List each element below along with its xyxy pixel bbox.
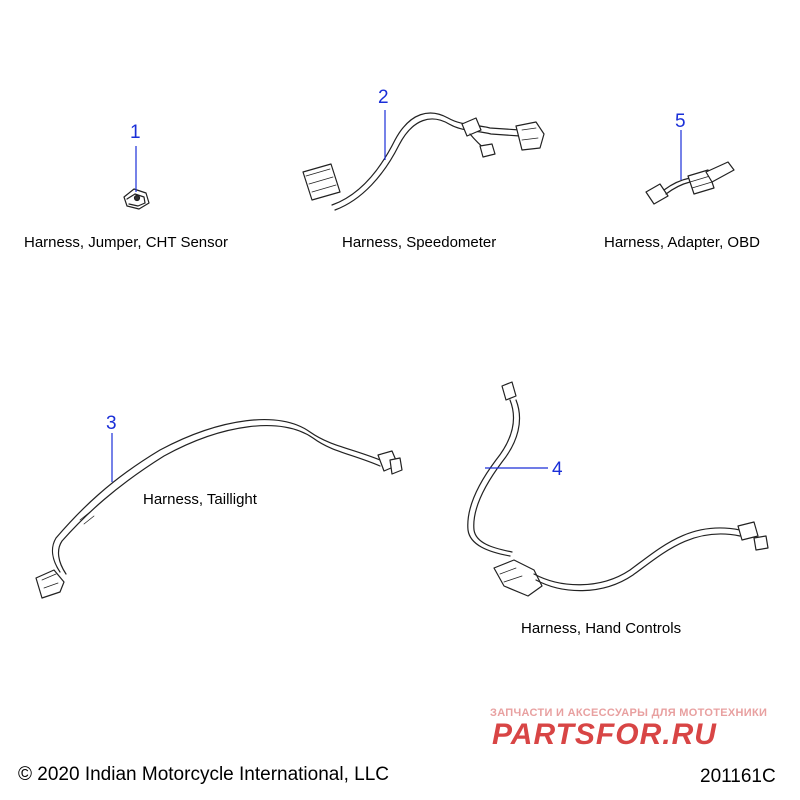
diagram-code: 201161C <box>700 766 776 787</box>
callout-number-1: 1 <box>130 122 141 143</box>
watermark-brand: PARTSFOR.RU <box>492 718 717 751</box>
speedometer-harness-drawing <box>302 112 545 211</box>
cht-jumper-harness-drawing <box>123 188 150 210</box>
callout-number-5: 5 <box>675 111 686 132</box>
callout-number-2: 2 <box>378 87 389 108</box>
taillight-harness-drawing <box>35 418 403 599</box>
hand-controls-harness-drawing <box>467 381 769 597</box>
obd-adapter-harness-drawing <box>645 161 735 205</box>
part-label-taillight: Harness, Taillight <box>143 491 257 508</box>
watermark-tagline: ЗАПЧАСТИ И АКСЕССУАРЫ ДЛЯ МОТОТЕХНИКИ <box>490 707 768 719</box>
copyright-text: © 2020 Indian Motorcycle International, … <box>18 764 389 785</box>
part-label-cht-jumper: Harness, Jumper, CHT Sensor <box>24 234 228 251</box>
callout-number-4: 4 <box>552 459 563 480</box>
part-label-hand-controls: Harness, Hand Controls <box>521 620 682 637</box>
part-label-speedometer: Harness, Speedometer <box>342 234 497 251</box>
callout-number-3: 3 <box>106 413 117 434</box>
part-label-obd-adapter: Harness, Adapter, OBD <box>604 234 760 251</box>
